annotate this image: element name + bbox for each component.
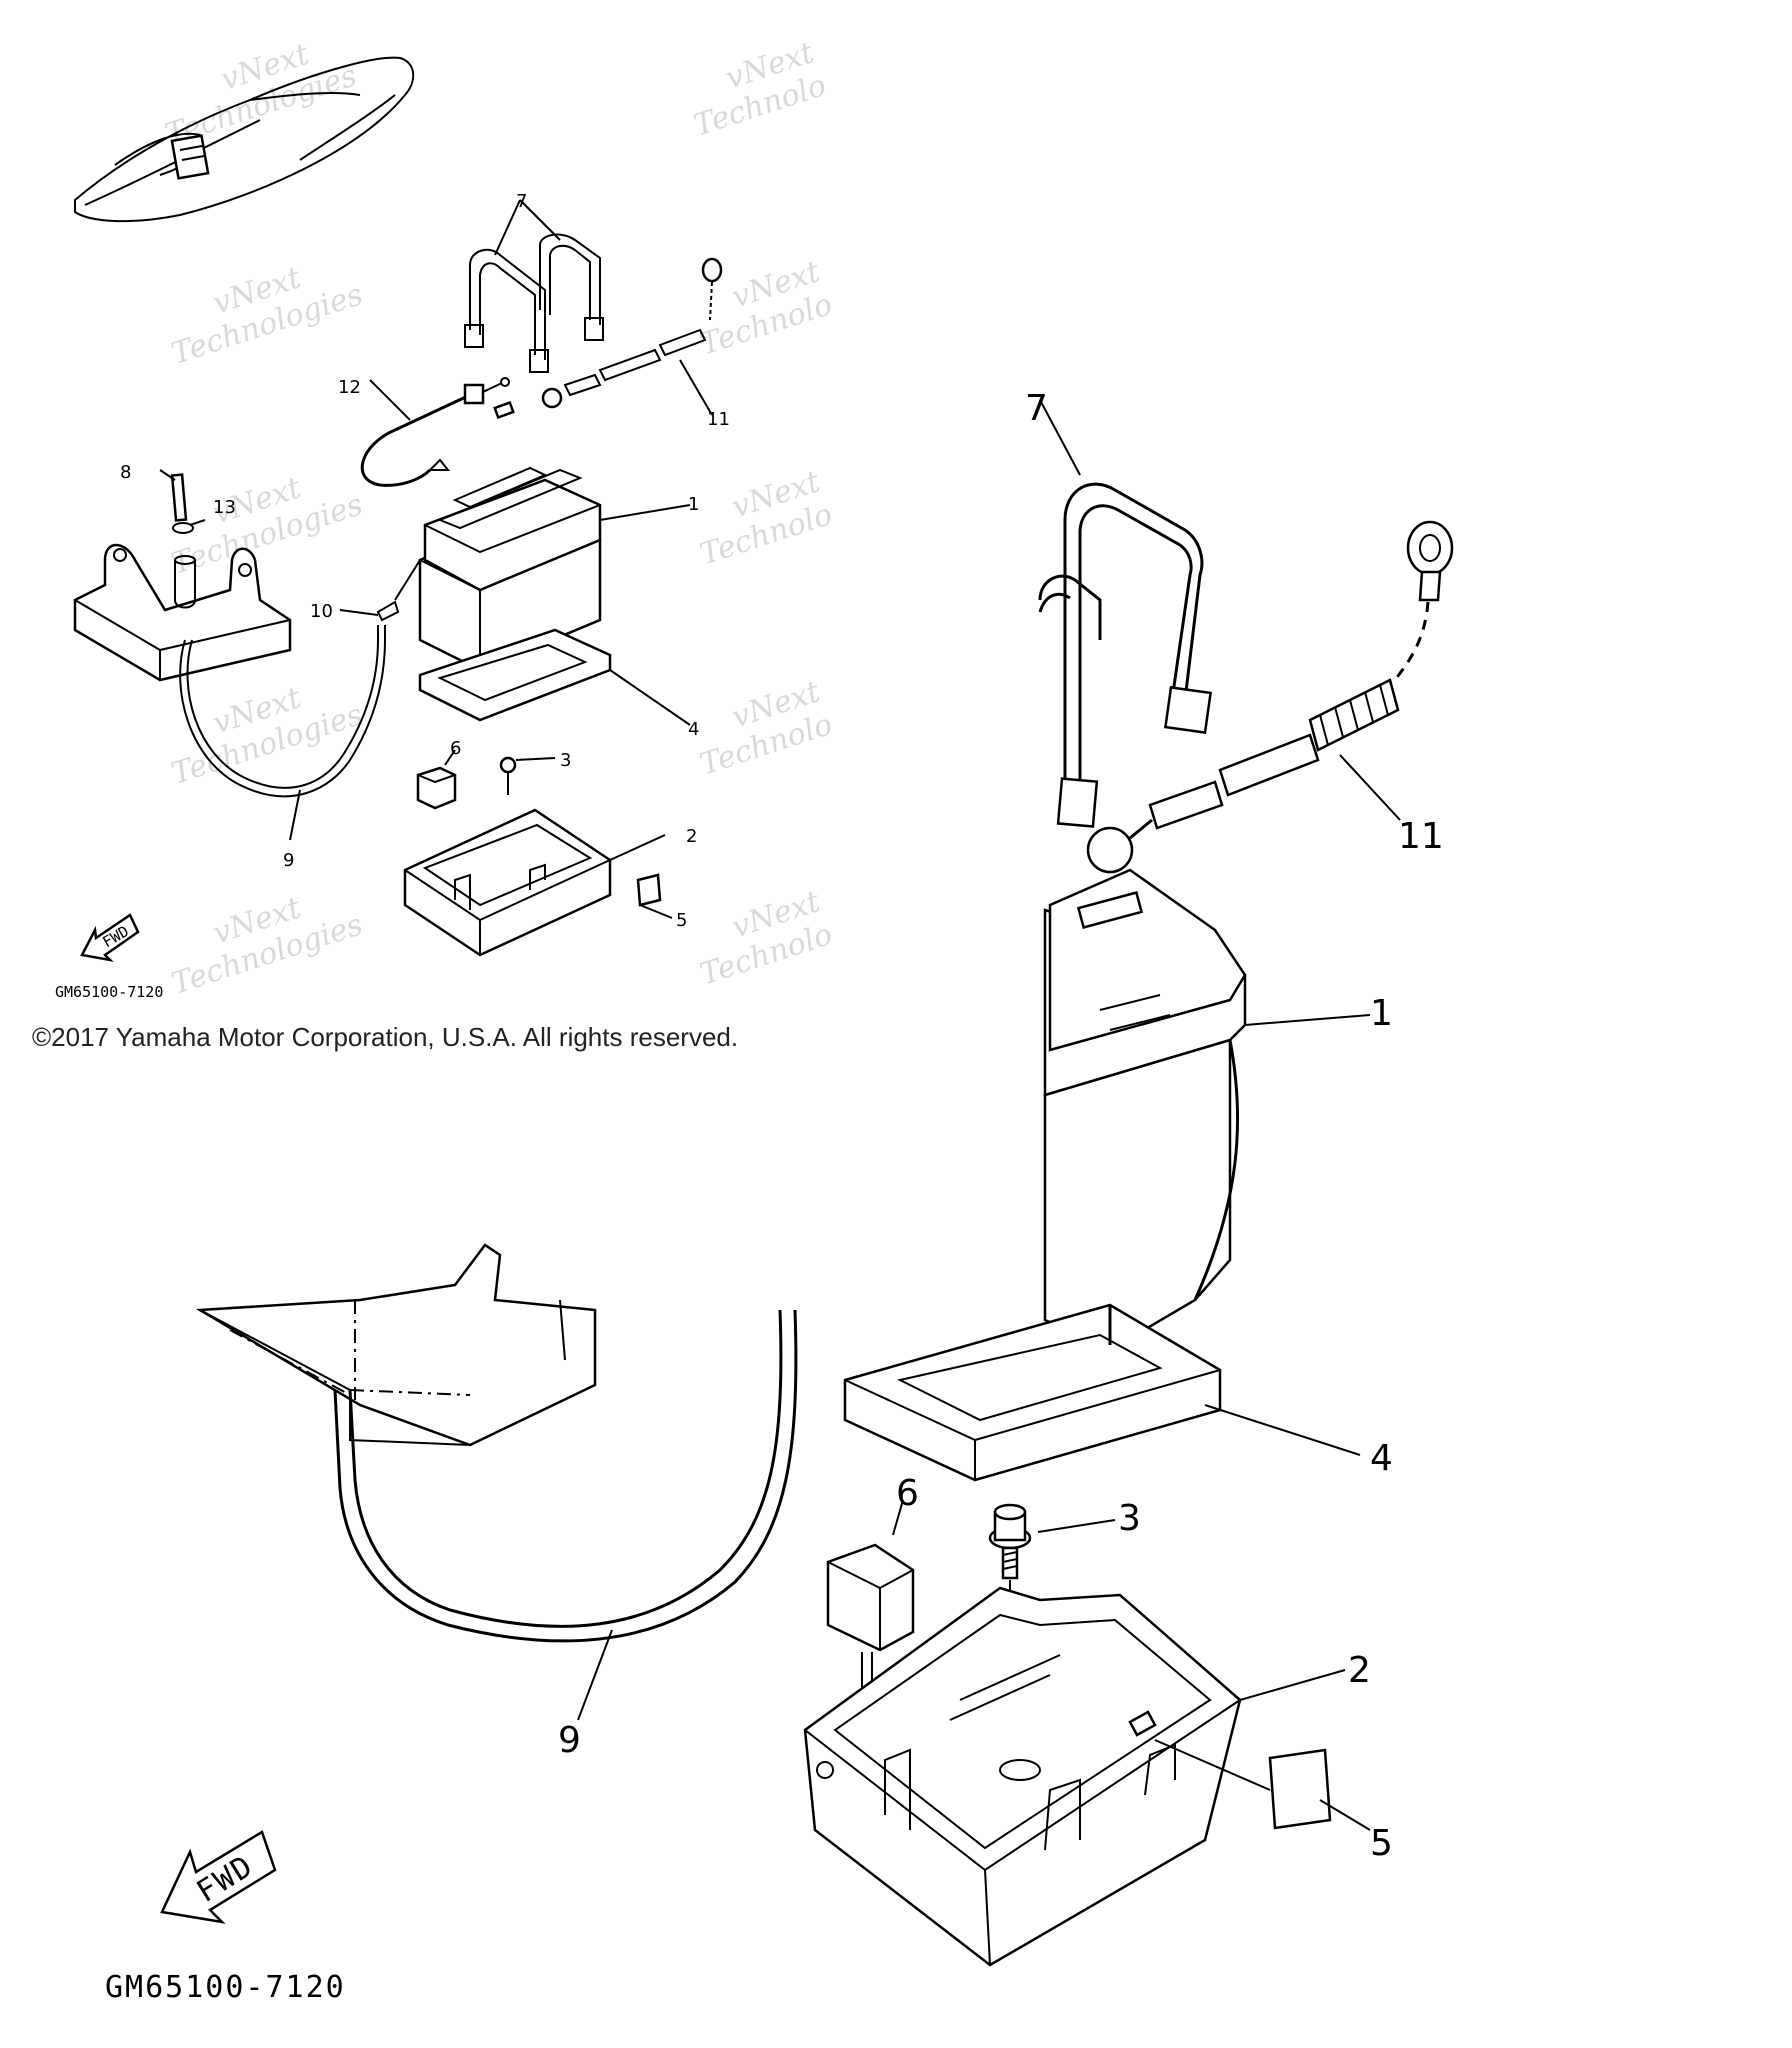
battery-pad-small (418, 628, 691, 726)
battery-box-small (403, 749, 673, 957)
battery-large (1043, 868, 1371, 1352)
vent-hose-large (195, 1243, 798, 1721)
positive-lead-large (1086, 520, 1454, 874)
callout-10-small: 10 (310, 601, 333, 622)
cover-cap-large (826, 1499, 915, 1800)
battery-pad-large (843, 1303, 1361, 1482)
positive-lead-small (541, 257, 723, 416)
callout-6-large: 6 (896, 1473, 919, 1514)
bolt-large (988, 1503, 1116, 1780)
callout-13-small: 13 (213, 497, 236, 518)
callout-7-large: 7 (1025, 388, 1048, 429)
battery-box-large (803, 1586, 1346, 1967)
diagram-code-small: GM65100-7120 (55, 983, 163, 1001)
callout-3-large: 3 (1118, 1498, 1141, 1539)
callout-1-large: 1 (1370, 993, 1393, 1034)
battery-band-small (464, 199, 604, 373)
callout-3-small: 3 (560, 750, 571, 771)
callout-2-large: 2 (1348, 1650, 1371, 1691)
callout-9-large: 9 (558, 1720, 581, 1761)
callout-9-small: 9 (283, 850, 294, 871)
diagram-code-large: GM65100-7120 (105, 1970, 346, 2005)
callout-5-large: 5 (1370, 1823, 1393, 1864)
callout-4-large: 4 (1370, 1438, 1393, 1479)
callout-8-small: 8 (120, 462, 131, 483)
negative-lead-small (360, 377, 515, 487)
fwd-arrow-large: FWD (160, 1830, 277, 1924)
callout-11-large: 11 (1398, 816, 1444, 857)
vent-hose-assembly-small (73, 469, 421, 841)
callouts-small: 7 12 11 8 13 1 10 4 6 3 2 9 5 (120, 191, 730, 931)
callout-4-small: 4 (688, 719, 699, 740)
callout-1-small: 1 (688, 494, 699, 515)
detail-diagram: FWD 7 11 1 4 6 3 2 9 5 GM65100-7120 (105, 388, 1454, 2005)
battery-band-large (1038, 399, 1213, 828)
watercraft-hull-drawing (74, 56, 415, 223)
copyright-notice: ©2017 Yamaha Motor Corporation, U.S.A. A… (32, 1022, 739, 1052)
callout-2-small: 2 (686, 826, 697, 847)
label-plate-large (1154, 1739, 1371, 1831)
callouts-large: 7 11 1 4 6 3 2 9 5 (558, 388, 1444, 1864)
callout-7-small: 7 (516, 191, 527, 212)
overview-diagram: FWD 7 12 11 8 13 1 10 4 6 3 2 9 5 GM6510… (55, 56, 730, 1001)
callout-11-small: 11 (707, 409, 730, 430)
callout-12-small: 12 (338, 377, 361, 398)
fwd-arrow-small: FWD (80, 913, 140, 962)
callout-5-small: 5 (676, 910, 687, 931)
callout-6-small: 6 (450, 738, 461, 759)
